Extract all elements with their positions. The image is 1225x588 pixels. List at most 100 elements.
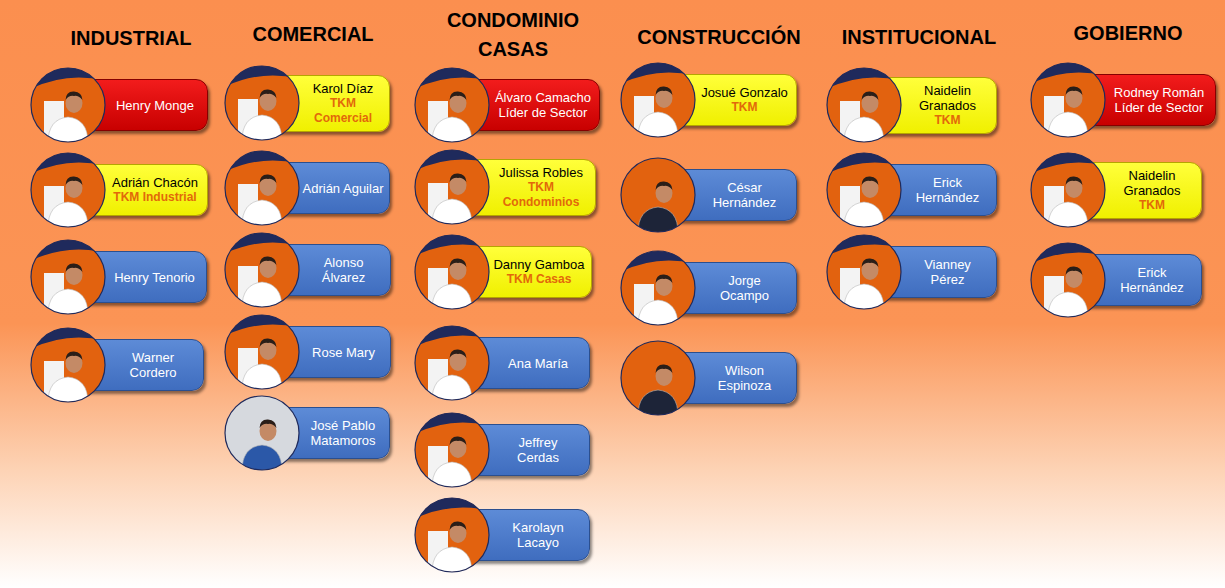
photo-rim bbox=[225, 66, 299, 140]
photo-ground bbox=[30, 327, 106, 403]
logo-band bbox=[414, 234, 490, 256]
person-name: Josué Gonzalo bbox=[698, 85, 791, 100]
photo-ground bbox=[224, 314, 300, 390]
logo-band bbox=[224, 150, 300, 172]
person-photo bbox=[620, 157, 696, 233]
person-hair bbox=[66, 351, 83, 360]
person-card: Adrián Aguilar bbox=[224, 150, 390, 226]
person-hair bbox=[66, 263, 83, 272]
photo-rim bbox=[1031, 243, 1105, 317]
person-photo bbox=[414, 67, 490, 143]
text-group: Erick Hernández bbox=[907, 175, 989, 205]
logo-band bbox=[414, 67, 490, 89]
photo-ground bbox=[414, 325, 490, 401]
person-photo bbox=[30, 239, 106, 315]
person-name: Wilson Espinoza bbox=[704, 363, 786, 393]
person-hair bbox=[656, 364, 673, 373]
logo-band bbox=[826, 67, 902, 89]
photo-ground bbox=[414, 497, 490, 573]
person-photo bbox=[414, 325, 490, 401]
photo-ground bbox=[414, 67, 490, 143]
person-hair bbox=[862, 91, 879, 100]
text-group: Erick Hernández bbox=[1111, 265, 1193, 295]
text-group: José Pablo Matamoros bbox=[302, 418, 384, 448]
person-hair bbox=[450, 258, 467, 267]
photo-ground bbox=[1030, 152, 1106, 228]
photo-ground bbox=[30, 239, 106, 315]
text-group: Henry Monge bbox=[108, 98, 202, 113]
person-name: Adrián Chacón bbox=[108, 175, 202, 190]
photo-ground bbox=[620, 62, 696, 138]
person-card: Henry Monge bbox=[30, 67, 208, 143]
logo-band bbox=[30, 239, 106, 261]
person-hair bbox=[450, 349, 467, 358]
photo-rim bbox=[621, 63, 695, 137]
person-photo bbox=[620, 62, 696, 138]
text-group: Rose Mary bbox=[303, 345, 385, 360]
person-name: Ana María bbox=[497, 356, 579, 371]
text-group: Wilson Espinoza bbox=[704, 363, 786, 393]
person-role: TKM bbox=[698, 100, 791, 115]
photo-rim bbox=[827, 153, 901, 227]
text-group: Jorge Ocampo bbox=[704, 273, 786, 303]
person-card: Karol DíazTKM Comercial bbox=[224, 65, 390, 141]
person-role: TKM bbox=[1108, 198, 1196, 213]
photo-rim bbox=[1031, 153, 1105, 227]
text-group: Adrián Aguilar bbox=[302, 181, 384, 196]
person-role: TKM Industrial bbox=[108, 190, 202, 205]
photo-ground bbox=[620, 340, 696, 416]
logo-band bbox=[1030, 242, 1106, 264]
person-photo bbox=[224, 314, 300, 390]
logo-band bbox=[30, 327, 106, 349]
person-card: Jorge Ocampo bbox=[620, 250, 797, 326]
person-photo bbox=[826, 234, 902, 310]
person-photo bbox=[1030, 152, 1106, 228]
person-card: Alonso Álvarez bbox=[224, 232, 391, 308]
photo-rim bbox=[415, 235, 489, 309]
text-group: Adrián ChacónTKM Industrial bbox=[108, 175, 202, 205]
person-name: José Pablo Matamoros bbox=[302, 418, 384, 448]
photo-rim bbox=[621, 341, 695, 415]
person-name: Vianney Pérez bbox=[907, 257, 989, 287]
person-photo bbox=[224, 65, 300, 141]
text-group: Josué GonzaloTKM bbox=[698, 85, 791, 115]
person-card: Rodney RománLíder de Sector bbox=[1030, 62, 1216, 138]
photo-ground bbox=[1030, 242, 1106, 318]
logo-band bbox=[414, 497, 490, 519]
person-hair bbox=[450, 436, 467, 445]
photo-ground bbox=[224, 150, 300, 226]
person-name: Alonso Álvarez bbox=[303, 255, 385, 285]
person-photo bbox=[620, 250, 696, 326]
logo-band bbox=[30, 67, 106, 89]
photo-rim bbox=[415, 68, 489, 142]
person-card: Naidelin GranadosTKM bbox=[1030, 152, 1202, 228]
logo-band bbox=[1030, 62, 1106, 84]
text-group: Ana María bbox=[497, 356, 579, 371]
photo-rim bbox=[415, 498, 489, 572]
person-name: Henry Tenorio bbox=[114, 270, 196, 285]
person-hair bbox=[450, 173, 467, 182]
photo-ground bbox=[224, 65, 300, 141]
logo-band bbox=[826, 234, 902, 256]
person-card: Vianney Pérez bbox=[826, 234, 997, 310]
person-hair bbox=[1066, 86, 1083, 95]
person-name: Jorge Ocampo bbox=[704, 273, 786, 303]
text-group: Danny GamboaTKM Casas bbox=[492, 257, 586, 287]
person-photo bbox=[224, 395, 300, 471]
person-photo bbox=[30, 327, 106, 403]
person-name: Karolayn Lacayo bbox=[497, 520, 579, 550]
person-hair bbox=[656, 86, 673, 95]
person-hair bbox=[656, 274, 673, 283]
person-hair bbox=[66, 176, 83, 185]
person-photo bbox=[224, 150, 300, 226]
photo-ground bbox=[414, 234, 490, 310]
person-card: Henry Tenorio bbox=[30, 239, 207, 315]
logo-band bbox=[1030, 152, 1106, 174]
person-hair bbox=[260, 256, 277, 265]
logo-band bbox=[826, 152, 902, 174]
person-card: Adrián ChacónTKM Industrial bbox=[30, 152, 208, 228]
text-group: Álvaro CamachoLíder de Sector bbox=[492, 90, 594, 120]
person-name: Warner Cordero bbox=[112, 350, 194, 380]
text-group: Karolayn Lacayo bbox=[497, 520, 579, 550]
